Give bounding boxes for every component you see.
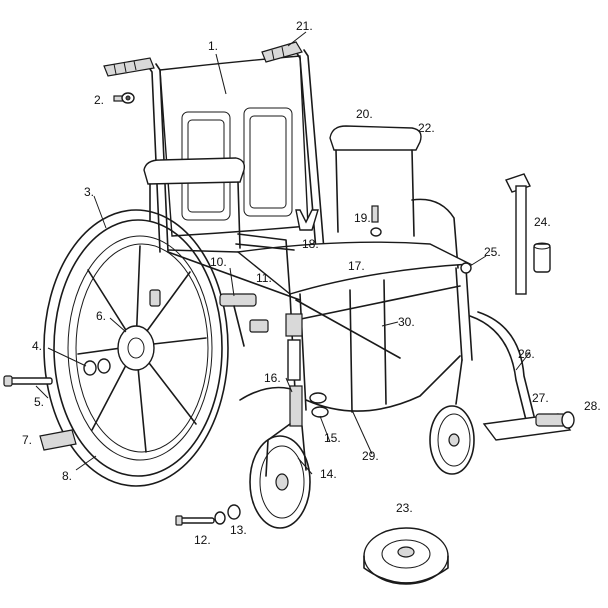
callout-18: 18. <box>302 237 319 251</box>
lock-pad <box>39 429 77 451</box>
seat-guide <box>295 209 319 231</box>
callout-10: 10. <box>210 255 227 269</box>
rear-wheel <box>43 209 229 487</box>
callout-16: 16. <box>264 371 281 385</box>
callout-2: 2. <box>94 93 104 107</box>
footrest <box>469 311 575 441</box>
spare-caster-wheel <box>363 527 449 585</box>
callout-24: 24. <box>534 215 551 229</box>
armrest-right <box>329 125 459 269</box>
caster-wheel-right <box>429 359 475 475</box>
caster-wheel-left <box>249 423 311 529</box>
callout-11: 11. <box>256 271 272 285</box>
callout-4: 4. <box>32 339 42 353</box>
callout-14: 14. <box>320 467 337 481</box>
callout-22: 22. <box>418 121 435 135</box>
leader-lines <box>35 31 531 475</box>
backrest-upholstery <box>159 55 309 237</box>
rear-wheel-hub <box>117 325 155 371</box>
callout-21: 21. <box>296 19 313 33</box>
callout-1: 1. <box>208 39 218 53</box>
wheel-lock <box>149 289 269 347</box>
callout-8: 8. <box>62 469 72 483</box>
callout-12: 12. <box>194 533 211 547</box>
axle-bolt <box>3 375 53 387</box>
callout-3: 3. <box>84 185 94 199</box>
handgrip-left <box>103 57 155 77</box>
screw-2 <box>113 92 135 104</box>
callout-6: 6. <box>96 309 106 323</box>
callout-29: 29. <box>362 449 379 463</box>
callout-13: 13. <box>230 523 247 537</box>
armrest-left <box>143 157 246 249</box>
callout-5: 5. <box>34 395 44 409</box>
arm-lock <box>460 262 472 274</box>
callout-26: 26. <box>518 347 535 361</box>
callout-19: 19. <box>354 211 371 225</box>
extension-tube <box>505 173 551 295</box>
caster-spacers <box>214 504 241 525</box>
axle-bushings <box>83 358 111 376</box>
callout-labels: 1. 2. 3. 4. 5. 6. 7. 8. 10. 11. 12. 13. … <box>22 19 601 547</box>
handgrip-right <box>261 41 303 63</box>
caster-stem <box>285 313 303 427</box>
callout-25: 25. <box>484 245 501 259</box>
callout-30: 30. <box>398 315 415 329</box>
callout-17: 17. <box>348 259 365 273</box>
callout-15: 15. <box>324 431 341 445</box>
caster-axle-bolt <box>175 515 215 526</box>
callout-20: 20. <box>356 107 373 121</box>
callout-23: 23. <box>396 501 413 515</box>
callout-27: 27. <box>532 391 549 405</box>
bolt-19 <box>370 205 382 237</box>
callout-7: 7. <box>22 433 32 447</box>
callout-28: 28. <box>584 399 601 413</box>
